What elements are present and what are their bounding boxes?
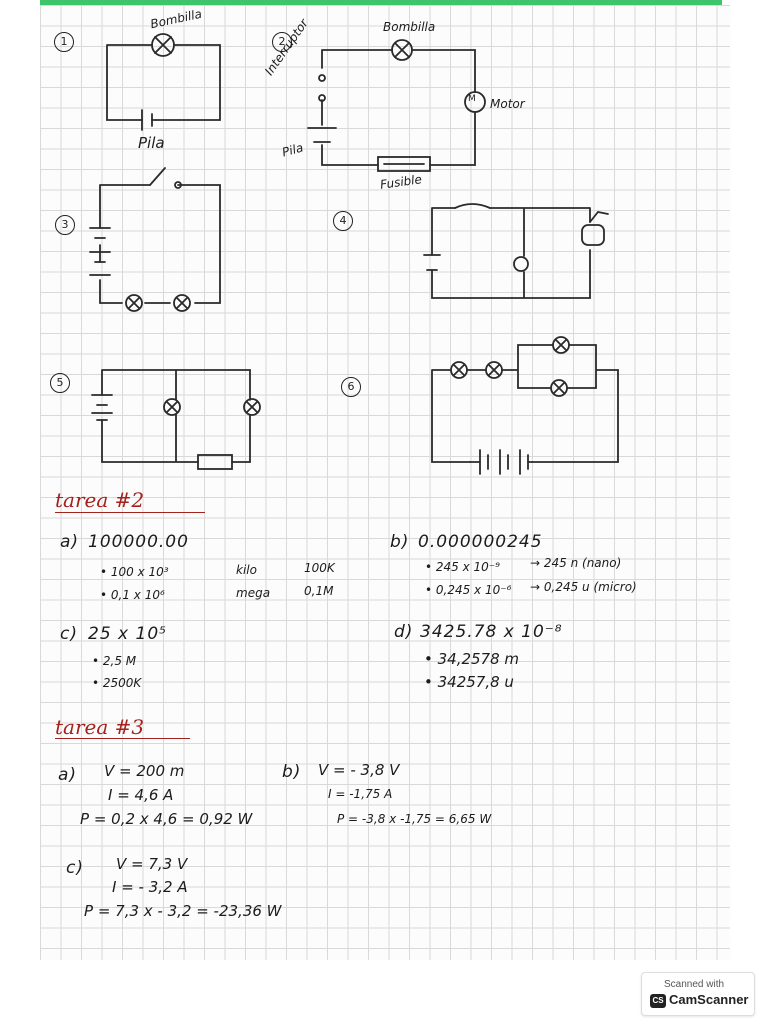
motor-symbol: M	[468, 94, 476, 104]
circuit-4	[423, 203, 609, 299]
answer-label-a: a)	[60, 532, 80, 552]
fuse-icon	[197, 454, 233, 470]
scanned-with-text: Scanned with	[664, 979, 725, 990]
tarea2-title: tarea #2	[55, 488, 145, 512]
bulb-icon	[125, 294, 143, 312]
power-b-current: I = -1,75 A	[328, 787, 393, 801]
circuit-number-4: 4	[333, 211, 353, 231]
circuit-5	[91, 369, 261, 470]
circuit-6	[431, 336, 619, 475]
bulb-icon	[151, 33, 175, 57]
answer-a-line2-expr: • 0,1 x 10⁶	[100, 588, 165, 602]
bulb-icon	[391, 39, 413, 61]
bulb-icon	[243, 398, 261, 416]
circuit-number-1: 1	[54, 32, 74, 52]
answer-label-c: c)	[60, 624, 78, 644]
camscanner-brand-text: CamScanner	[669, 992, 749, 1007]
bulb-icon	[550, 379, 568, 397]
power-label-c: c)	[66, 858, 84, 878]
power-c-current: I = - 3,2 A	[112, 878, 188, 896]
motor-label: Motor	[490, 97, 525, 111]
title-underline	[55, 512, 205, 513]
power-a-result: P = 0,2 x 4,6 = 0,92 W	[80, 810, 253, 828]
answer-value-b: 0.000000245	[418, 532, 543, 552]
bulb-icon	[513, 256, 529, 272]
circuit-3	[89, 167, 221, 312]
answer-b-line2-result: → 0,245 u (micro)	[530, 580, 637, 594]
answer-a-line1-expr: • 100 x 10³	[100, 565, 169, 579]
circuit-number-5: 5	[50, 373, 70, 393]
title-underline	[55, 738, 190, 739]
answer-c-line2: • 2500K	[92, 676, 142, 690]
power-b-voltage: V = - 3,8 V	[318, 761, 400, 779]
answer-value-d: 3425.78 x 10⁻⁸	[420, 622, 563, 642]
top-edge-bar	[40, 0, 722, 5]
answer-b-line1-result: → 245 n (nano)	[530, 556, 622, 570]
bulb-icon	[450, 361, 468, 379]
answer-a-line1-result: 100K	[304, 561, 335, 575]
bulb-icon	[163, 398, 181, 416]
motor-icon	[464, 91, 486, 113]
camscanner-badge: Scanned with CS CamScanner	[641, 972, 755, 1016]
fuse-icon	[377, 156, 431, 172]
power-label-b: b)	[282, 762, 302, 782]
answer-d-line2: • 34257,8 u	[424, 673, 514, 691]
power-c-result: P = 7,3 x - 3,2 = -23,36 W	[84, 902, 282, 920]
circuit-number-6: 6	[341, 377, 361, 397]
answer-a-line2-unit: mega	[236, 586, 271, 600]
answer-c-line1: • 2,5 M	[92, 654, 137, 668]
answer-a-line2-result: 0,1M	[304, 584, 334, 598]
answer-b-line1-expr: • 245 x 10⁻⁹	[425, 560, 500, 574]
power-b-result: P = -3,8 x -1,75 = 6,65 W	[337, 812, 492, 826]
bulb-icon	[173, 294, 191, 312]
answer-value-c: 25 x 10⁵	[88, 624, 167, 644]
circuit-1	[106, 33, 221, 131]
circuit-number-3: 3	[55, 215, 75, 235]
camscanner-logo-icon: CS	[650, 994, 666, 1008]
bulb-icon	[552, 336, 570, 354]
power-a-voltage: V = 200 m	[104, 762, 185, 780]
answer-b-line2-expr: • 0,245 x 10⁻⁶	[425, 583, 512, 597]
answer-value-a: 100000.00	[88, 532, 189, 552]
bulb-label: Bombilla	[383, 20, 436, 34]
answer-d-line1: • 34,2578 m	[424, 650, 520, 668]
switch-icon	[318, 74, 326, 82]
power-c-voltage: V = 7,3 V	[116, 855, 188, 873]
power-a-current: I = 4,6 A	[108, 786, 174, 804]
power-label-a: a)	[58, 765, 78, 785]
battery-label: Pila	[138, 134, 165, 152]
tarea3-title: tarea #3	[55, 715, 145, 739]
answer-a-line1-unit: kilo	[236, 563, 257, 577]
circuit-2	[307, 39, 486, 172]
answer-label-d: d)	[394, 622, 414, 642]
circuit-number-2: 2	[272, 32, 292, 52]
bulb-icon	[485, 361, 503, 379]
answer-label-b: b)	[390, 532, 410, 552]
motor-icon	[581, 224, 605, 246]
